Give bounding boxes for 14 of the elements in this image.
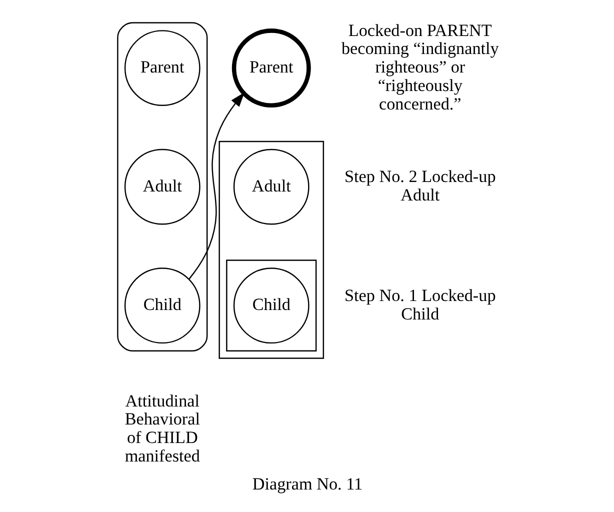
caption: Diagram No. 11	[252, 474, 362, 494]
node-label: Step No. 2 Locked-up Adult	[344, 167, 496, 205]
arrow	[188, 92, 244, 280]
node-circle: Adult	[232, 148, 309, 225]
label: Attitudinal Behavioral of CHILD manifested	[124, 391, 200, 466]
node-circle: Child	[124, 268, 200, 344]
node-circle: Child	[232, 268, 309, 344]
cluster	[218, 140, 324, 359]
node-circle: Adult	[124, 148, 200, 225]
node-circle: Parent	[124, 30, 200, 106]
cluster	[116, 22, 208, 352]
cluster	[226, 260, 316, 352]
node-label: Locked-on PARENT becoming “indignantly righteous” or “righteously concerned.”	[340, 20, 498, 114]
node-label: Step No. 1 Locked-up Child	[344, 286, 496, 324]
